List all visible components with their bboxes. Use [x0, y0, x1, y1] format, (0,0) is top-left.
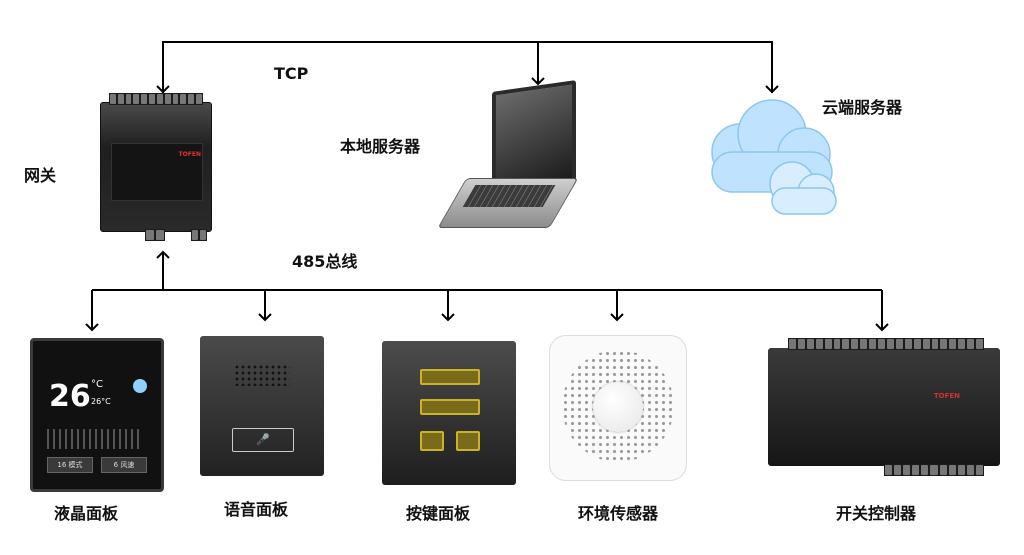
lcd-fan-button: 6 风速	[101, 457, 147, 473]
gateway-device: TOFEN	[100, 93, 212, 241]
switch-controller-label: 开关控制器	[836, 504, 917, 523]
voice-panel-label: 语音面板	[224, 500, 289, 519]
tcp-bus-line	[162, 41, 773, 93]
sensor-core	[593, 382, 643, 432]
lcd-temp-unit: °C	[91, 379, 103, 390]
tcp-label: TCP	[274, 64, 309, 83]
lcd-inner-temp: 26°C	[91, 397, 111, 406]
bus-label: 485总线	[292, 252, 358, 271]
lcd-mode-button: 16 模式	[47, 457, 93, 473]
gateway-top-terminals	[109, 93, 203, 105]
microphone-icon: 🎤	[232, 428, 294, 452]
switch-bottom-terminals	[884, 464, 984, 476]
env-sensor-device	[550, 336, 686, 480]
lcd-temperature: 26	[49, 379, 91, 414]
keypad-panel-device	[382, 341, 516, 485]
gateway-front-panel	[111, 143, 203, 201]
lcd-panel-device: 26 °C 26°C 16 模式 6 风速	[30, 338, 164, 492]
laptop-keyboard	[462, 185, 556, 207]
gateway-bottom-terminal-a	[145, 229, 165, 241]
switch-brand: TOFEN	[933, 392, 960, 400]
voice-panel-device: 🎤	[200, 336, 324, 476]
keypad-button-2	[420, 399, 480, 415]
cloud-server-label: 云端服务器	[822, 98, 903, 117]
keypad-button-4	[456, 431, 480, 451]
gateway-label: 网关	[24, 166, 57, 185]
speaker-grille-icon	[234, 364, 290, 386]
gateway-brand: TOFEN	[178, 151, 201, 158]
keypad-button-3	[420, 431, 444, 451]
keypad-panel-label: 按键面板	[406, 504, 471, 523]
env-sensor-label: 环境传感器	[578, 504, 659, 523]
local-server-label: 本地服务器	[340, 137, 421, 156]
gateway-bottom-terminal-b	[191, 229, 207, 241]
switch-controller-device: TOFEN	[768, 338, 1000, 476]
switch-top-terminals	[788, 338, 984, 350]
lcd-slider-bars	[47, 429, 143, 449]
lcd-weather-icon	[133, 379, 147, 393]
cloud-icon	[711, 99, 837, 215]
keypad-button-1	[420, 369, 480, 385]
lcd-panel-label: 液晶面板	[54, 504, 119, 523]
